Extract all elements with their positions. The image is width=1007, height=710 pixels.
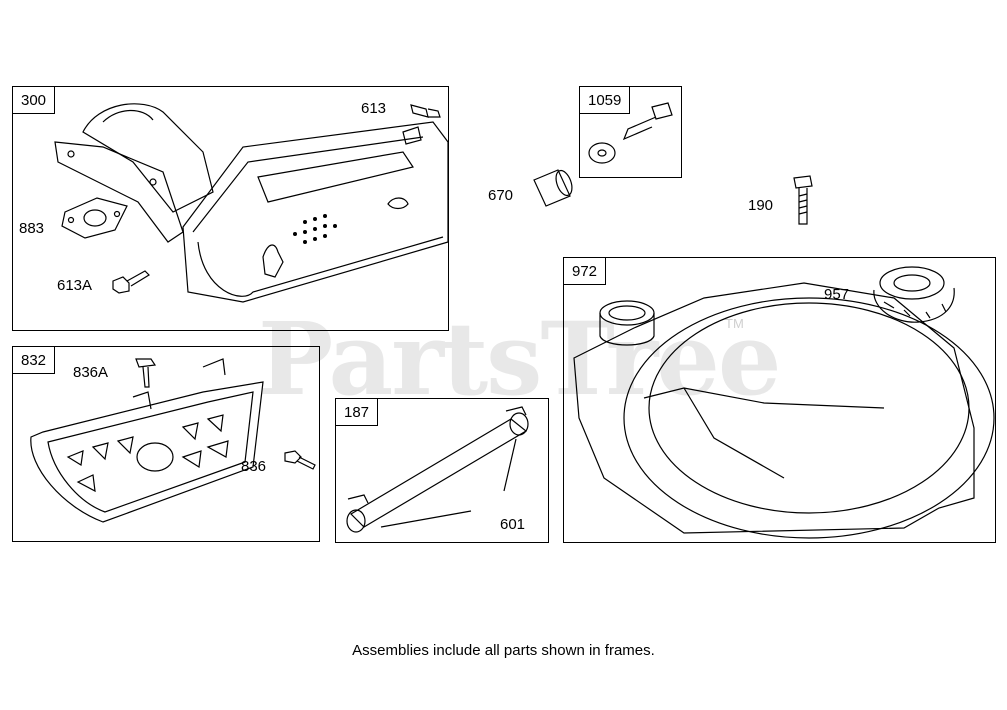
muffler-drawing[interactable]: [43, 92, 463, 332]
callout-836a: 836A: [73, 364, 109, 381]
callout-670: 670: [488, 187, 514, 204]
callout-836: 836: [241, 458, 267, 475]
watermark-trademark: TM: [725, 316, 744, 331]
frame-832-heat-shield[interactable]: 832 836A 836: [12, 346, 320, 542]
frame-832-label: 832: [13, 347, 56, 374]
frame-972-fuel-tank[interactable]: 972 957: [563, 257, 996, 543]
bolt-190[interactable]: [788, 172, 818, 230]
frame-1059-shoulder-bolt[interactable]: 1059: [579, 86, 682, 178]
callout-613: 613: [361, 100, 387, 117]
callout-883: 883: [19, 220, 45, 237]
frame-972-label: 972: [564, 258, 607, 285]
screw-836[interactable]: [281, 447, 321, 477]
bolt-613[interactable]: [408, 97, 448, 127]
fuel-cap-957[interactable]: [864, 258, 964, 330]
frame-300-label: 300: [13, 87, 56, 114]
callout-601: 601: [500, 516, 526, 533]
tube-drawing[interactable]: [336, 399, 550, 544]
frame-300-muffler-assembly[interactable]: 300 613 883: [12, 86, 449, 331]
frame-187-tube-assembly[interactable]: 187 601: [335, 398, 549, 543]
gasket-883[interactable]: [57, 192, 132, 242]
screw-836a[interactable]: [131, 353, 161, 393]
callout-613a: 613A: [57, 277, 93, 294]
callout-190: 190: [748, 197, 774, 214]
callout-957: 957: [824, 286, 850, 303]
frame-1059-label: 1059: [580, 87, 631, 114]
fuel-tank-drawing[interactable]: [564, 258, 997, 544]
footer-note: Assemblies include all parts shown in fr…: [352, 642, 655, 659]
heat-shield-drawing[interactable]: [23, 347, 273, 537]
bolt-613a[interactable]: [109, 261, 154, 296]
shoulder-bolt-drawing[interactable]: [580, 87, 683, 179]
frame-187-label: 187: [336, 399, 379, 426]
spacer-670[interactable]: [528, 162, 578, 212]
